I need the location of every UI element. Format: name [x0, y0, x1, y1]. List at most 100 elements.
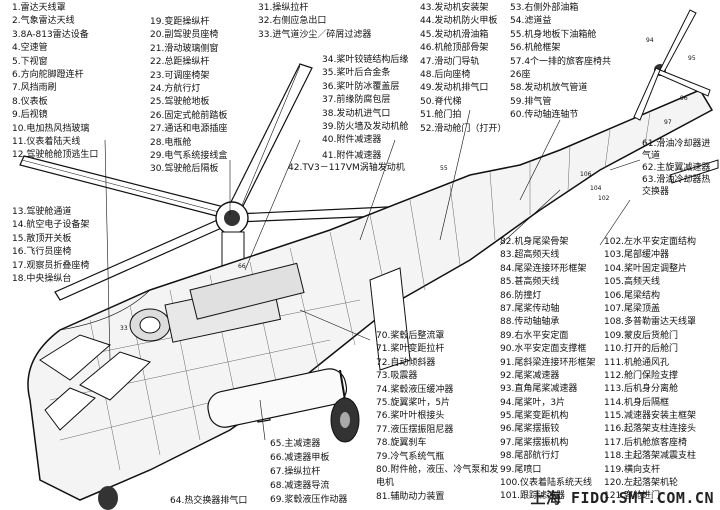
callout-column-cockpit-interior: 19.变距操纵杆 20.副驾驶员座椅 21.滑动玻璃侧窗 22.总距操纵杆 23… [150, 16, 227, 177]
callout-100: 100.仪表着陆系统天线 [500, 478, 593, 489]
callout-60: 60.传动轴连轴节 [510, 110, 579, 121]
callout-119: 119.横向支杆 [604, 464, 661, 475]
callout-58: 58.发动机放气管道 [510, 83, 588, 94]
callout-48: 48.后向座椅 [420, 69, 471, 80]
callout-14: 14.航空电子设备架 [12, 220, 90, 231]
callout-column-tail-boom: 82.机身尾梁骨架 83.超高频天线 84.尾梁连接环形框架 85.甚高频天线 … [500, 236, 595, 504]
callout-97: 97.尾桨摆振机构 [500, 437, 569, 448]
callout-69: 69.浆毂液压作动器 [270, 495, 348, 505]
callout-104: 104.桨叶固定调整片 [604, 263, 688, 274]
callout-50: 50.脊代梯 [420, 96, 462, 107]
engines [129, 262, 305, 343]
svg-text:102: 102 [598, 195, 610, 202]
callout-47: 47.滑动门导轨 [420, 56, 480, 67]
callout-68: 68.减速器导流 [270, 481, 330, 491]
callout-3: 3.8A-813雷达设备 [12, 29, 89, 40]
callout-71: 71.桨叶变距拉杆 [376, 344, 445, 355]
callout-118: 118.主起落架减震支柱 [604, 451, 697, 462]
callout-8: 8.仪表板 [12, 96, 48, 107]
callout-24: 24.方航行灯 [150, 83, 201, 94]
callout-37: 37.前缘防腐包层 [322, 95, 391, 106]
callout-65: 65.主减速器 [270, 439, 321, 449]
callout-64: 64.热交换器排气口 [170, 496, 248, 506]
callout-2: 2.气象雷达天线 [12, 16, 75, 27]
svg-text:33: 33 [120, 325, 128, 332]
callout-103: 103.尾部缓冲器 [604, 250, 670, 261]
callout-34: 34.桨叶铰链结构后缘 [322, 55, 409, 65]
callout-85: 85.甚高频天线 [500, 277, 560, 288]
callout-10: 10.电加热风挡玻璃 [12, 123, 90, 134]
callout-95: 95.尾桨变距机构 [500, 411, 569, 422]
callout-16: 16.飞行员座椅 [12, 247, 72, 258]
callout-56: 56.机舱框架 [510, 43, 561, 54]
callout-91: 91.尾斜梁连接环形框架 [500, 357, 596, 368]
tail-rotor [633, 9, 719, 184]
callout-7: 7.风挡雨刷 [12, 83, 57, 94]
callout-87: 87.尾桨传动轴 [500, 303, 560, 314]
callout-20: 20.副驾驶员座椅 [150, 30, 219, 41]
callout-74: 74.桨毂液压缓冲器 [376, 384, 454, 395]
callout-column-gearbox: 61.滑油冷却器进气道 62.主旋翼减速器 63.滑油冷却器热交换器 [642, 138, 718, 198]
callout-121: 121.客舱进门 [604, 491, 661, 502]
callout-25: 25.驾驶舱地板 [150, 97, 210, 108]
callout-67: 67.操纵拉杆 [270, 467, 321, 477]
leader-lines [104, 109, 641, 441]
callout-44: 44.发动机防火甲板 [420, 16, 498, 27]
landing-gear [98, 369, 360, 510]
callout-column-rear-fuselage: 102.左水平安定面结构 103.尾部缓冲器 104.桨叶固定调整片 105.高… [604, 236, 696, 504]
callout-108: 108.多普勒雷达天线罩 [604, 317, 697, 328]
callout-27: 27.通话和电源插座 [150, 124, 228, 135]
svg-text:106: 106 [580, 171, 592, 178]
callout-15: 15.散顶开关板 [12, 233, 72, 244]
callout-column-engine-bay: 43.发动机安装架 44.发动机防火甲板 45.发动机滑油箱 46.机舱顶部骨架… [420, 2, 506, 136]
callout-45: 45.发动机滑油箱 [420, 29, 489, 40]
callout-36: 36.桨叶防冰覆盖层 [322, 81, 400, 92]
callout-41: 41.附件减速器 [322, 151, 382, 161]
callout-76: 76.桨叶叶根接头 [376, 411, 445, 422]
callout-column-cockpit-front: 1.雷达天线罩 2.气象雷达天线 3.8A-813雷达设备 4.空速管 5.下视… [12, 2, 98, 163]
callout-18: 18.中央操纵台 [12, 273, 72, 284]
svg-text:55: 55 [440, 165, 448, 172]
callout-6: 6.方向舵脚蹬连杆 [12, 69, 84, 80]
callout-115: 115.减速器安装主框架 [604, 411, 697, 422]
svg-text:94: 94 [646, 37, 654, 44]
callout-106: 106.尾梁结构 [604, 290, 661, 301]
callout-17: 17.观察员折叠座椅 [12, 260, 90, 271]
callout-21: 21.滑动玻璃侧窗 [150, 43, 219, 54]
callout-43: 43.发动机安装架 [420, 3, 489, 13]
callout-105: 105.高频天线 [604, 277, 661, 288]
callout-99: 99.尾喷口 [500, 464, 542, 475]
callout-92: 92.尾桨减速器 [500, 370, 560, 381]
callout-26: 26.固定式舱前踏板 [150, 110, 228, 121]
callout-77: 77.液压摆振阻尼器 [376, 424, 454, 435]
callout-49: 49.发动机排气口 [420, 83, 489, 94]
callout-70: 70.桨毂后整流罩 [376, 331, 445, 341]
callout-89: 89.右水平安定面 [500, 330, 569, 341]
watermark: 上海 FIDO.SMT.COM.CN [530, 489, 714, 507]
callout-53: 53.右侧外部油箱 [510, 3, 579, 13]
callout-112: 112.舱门保险支撑 [604, 370, 679, 381]
callout-117: 117.后机舱旅客座椅 [604, 437, 688, 448]
callout-101: 101.跟踪滤波器 [500, 491, 566, 502]
callout-88: 88.传动轴轴承 [500, 317, 560, 328]
callout-22: 22.总距操纵杆 [150, 57, 210, 68]
callout-19: 19.变距操纵杆 [150, 17, 210, 27]
callout-96: 96.尾桨摆振铰 [500, 424, 560, 435]
callout-13: 13.驾驶舱通道 [12, 207, 72, 217]
callout-33: 33.进气道沙尘／碎屑过滤器 [258, 29, 372, 40]
callout-column-controls: 31.操纵拉杆 32.右侧应急出口 33.进气道沙尘／碎屑过滤器 [258, 2, 371, 42]
callout-79: 79.冷气系统气瓶 [376, 451, 445, 462]
callout-column-fuel-cabin: 53.右侧外部油箱 54.滤道益 55.机身地板下油箱舱 56.机舱框架 57.… [510, 2, 620, 123]
callout-78: 78.旋翼刹车 [376, 438, 427, 449]
callout-116: 116.起落架支柱连接头 [604, 424, 697, 435]
callout-59: 59.排气管 [510, 96, 552, 107]
callout-90: 90.水平安定面支撑框 [500, 344, 587, 355]
svg-text:96: 96 [680, 95, 688, 102]
callout-46: 46.机舱顶部骨架 [420, 43, 489, 54]
callout-110: 110.打开的后舱门 [604, 344, 679, 355]
callout-30: 30.驾驶舱后隔板 [150, 164, 219, 175]
sliding-door [369, 267, 411, 371]
callout-75: 75.旋翼桨叶，5片 [376, 397, 451, 408]
